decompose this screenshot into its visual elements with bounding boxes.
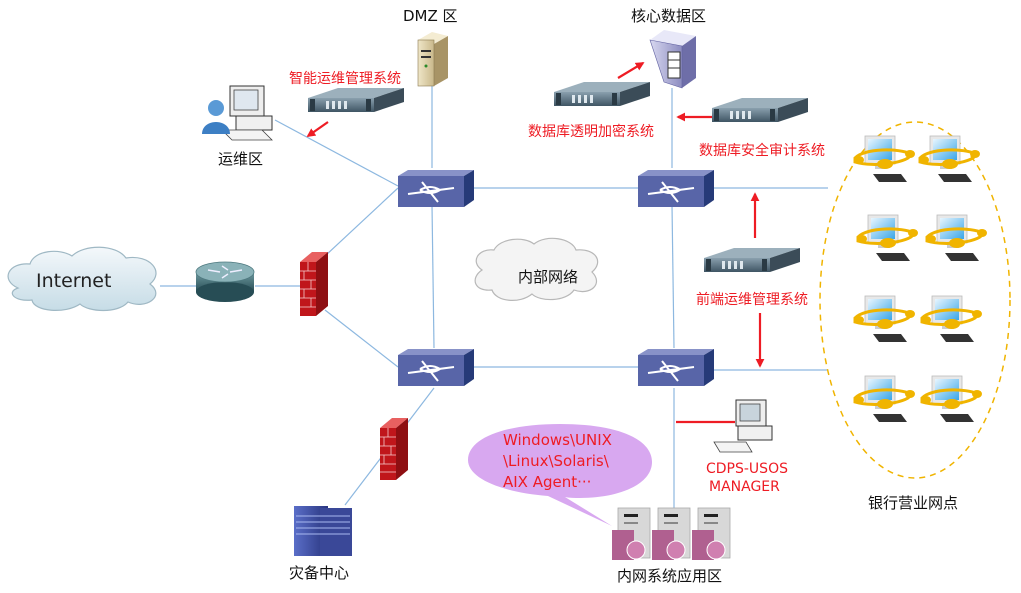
branch-pc-icon <box>920 375 982 422</box>
branch-pc-icon <box>925 214 987 261</box>
db-encrypt-appliance-icon <box>554 82 650 106</box>
link-switch-tr-switch-br <box>671 204 675 349</box>
db-audit-appliance-icon <box>712 98 808 122</box>
frontend-ops-label: 前端运维管理系统 <box>696 292 808 308</box>
switch-top-right-icon <box>638 170 714 207</box>
branch-pc-grid <box>853 135 987 422</box>
internet-cloud-icon <box>7 246 157 312</box>
branch-pc-icon <box>853 375 915 422</box>
firewall-main-icon <box>300 252 328 316</box>
firewall-dr-icon <box>380 418 408 480</box>
db-encrypt-label: 数据库透明加密系统 <box>528 124 654 140</box>
dr-center-label: 灾备中心 <box>289 564 350 582</box>
internal-network-label: 内部网络 <box>518 268 579 286</box>
manager-label-line2: MANAGER <box>709 479 780 495</box>
arrow-encrypt-to-core <box>617 62 645 79</box>
branch-pc-icon <box>853 295 915 342</box>
os-agent-speech-bubble <box>468 424 652 526</box>
dr-mainframe-icon <box>294 506 352 556</box>
manager-workstation-icon <box>713 399 773 453</box>
internal-network-cloud-icon <box>474 237 599 301</box>
link-switch-tl-switch-bl <box>431 204 435 349</box>
branch-group-ellipse <box>819 121 1011 479</box>
bubble-line-1: Windows\UNIX <box>503 431 612 449</box>
switch-bottom-left-icon <box>398 349 474 386</box>
network-links <box>160 82 828 508</box>
bubble-line-3: AIX Agent··· <box>503 473 592 491</box>
branch-pc-icon <box>856 214 918 261</box>
router-icon <box>195 261 255 302</box>
rack-appliances <box>308 82 808 272</box>
dmz-tower-server-icon <box>417 32 448 87</box>
switch-top-left-icon <box>398 170 474 207</box>
link-ops-switch-tl <box>274 119 399 187</box>
app-server-icon <box>652 507 691 560</box>
branch-pc-icon <box>918 135 980 182</box>
branch-pc-icon <box>920 295 982 342</box>
frontend-ops-appliance-icon <box>704 248 800 272</box>
smart-ops-label: 智能运维管理系统 <box>289 71 401 87</box>
ops-area-label: 运维区 <box>218 150 264 168</box>
core-data-area-label: 核心数据区 <box>631 7 707 25</box>
red-arrows <box>306 62 765 424</box>
link-firewall-switch-bl <box>324 309 399 368</box>
branch-pc-icon <box>853 135 915 182</box>
dmz-label: DMZ 区 <box>403 7 458 25</box>
intranet-apps-label: 内网系统应用区 <box>617 567 723 585</box>
app-server-icon <box>692 507 731 560</box>
ops-user-workstation-icon <box>202 85 273 141</box>
bubble-text: Windows\UNIX \Linux\Solaris\ AIX Agent··… <box>503 430 612 493</box>
app-server-icon <box>612 507 651 560</box>
app-server-cluster <box>612 507 731 560</box>
bubble-line-2: \Linux\Solaris\ <box>503 452 609 470</box>
link-firewall-switch-tl <box>324 187 399 257</box>
switches <box>398 170 714 386</box>
core-database-server-icon <box>649 30 696 89</box>
manager-label-line1: CDPS-USOS <box>706 461 788 477</box>
switch-bottom-right-icon <box>638 349 714 386</box>
arrow-smart-ops-to-ops <box>306 121 329 138</box>
bank-branches-label: 银行营业网点 <box>868 494 959 512</box>
db-audit-label: 数据库安全审计系统 <box>699 143 825 159</box>
internet-label: Internet <box>36 270 112 292</box>
smart-ops-appliance-icon <box>308 88 404 112</box>
